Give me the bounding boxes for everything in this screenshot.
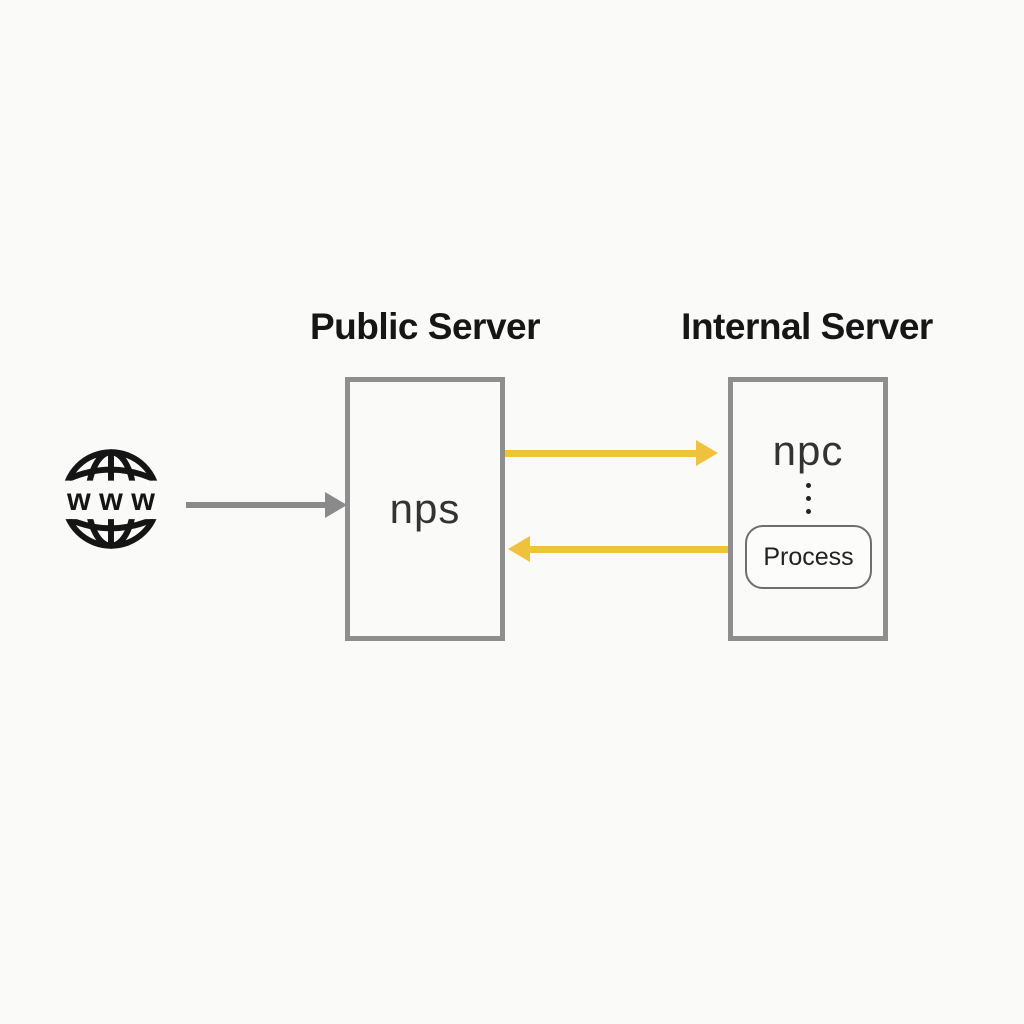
internal-server-title: Internal Server: [681, 306, 933, 347]
arrow-shaft: [530, 546, 728, 553]
public-server-title: Public Server: [309, 306, 541, 347]
arrow-shaft: [186, 502, 326, 508]
arrow-head-left-icon: [508, 536, 530, 562]
www-label: w w w: [66, 482, 156, 517]
arrow-head-right-icon: [325, 492, 347, 518]
vertical-ellipsis-icon: [733, 483, 883, 514]
npc-node-label: npc: [772, 427, 844, 474]
internal-server-box: npc Process: [728, 377, 888, 641]
process-label: Process: [763, 542, 854, 571]
nps-node-label: nps: [389, 485, 461, 532]
public-server-box: nps: [345, 377, 505, 641]
process-box: Process: [745, 525, 872, 589]
arrow-shaft: [505, 450, 697, 457]
arrow-head-right-icon: [696, 440, 718, 466]
www-globe-icon: w w w: [61, 449, 161, 549]
